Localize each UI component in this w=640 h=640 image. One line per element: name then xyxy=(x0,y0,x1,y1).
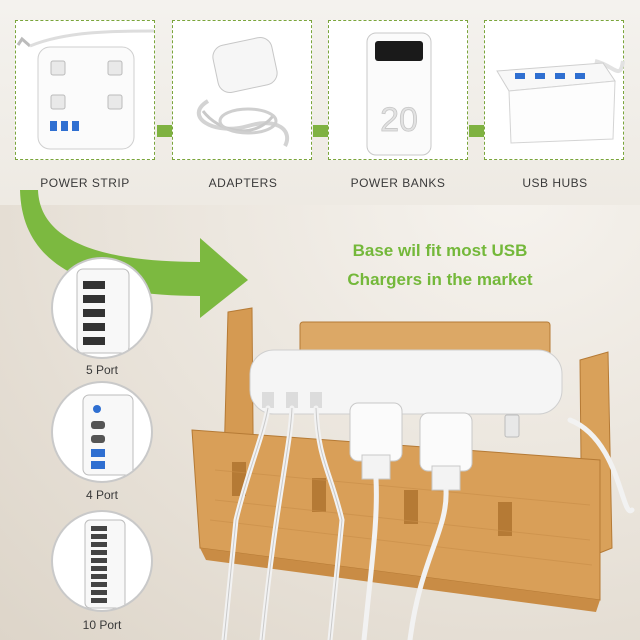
label-power-banks: POWER BANKS xyxy=(350,176,446,190)
charger-4-port xyxy=(51,381,153,483)
label-10-port: 10 Port xyxy=(82,618,122,632)
ten-port-charger-image xyxy=(84,519,126,609)
usb-hub-image xyxy=(496,59,625,144)
headline: Base wil fit most USB Chargers in the ma… xyxy=(300,236,580,294)
adapters-tile xyxy=(172,20,312,160)
green-connector xyxy=(157,125,172,137)
headline-line-1: Base wil fit most USB xyxy=(352,241,528,260)
green-connector xyxy=(313,125,328,137)
four-port-charger-image xyxy=(82,394,134,476)
power-strip-image xyxy=(16,29,155,150)
usb-hubs-tile xyxy=(484,20,625,160)
adapter-image xyxy=(196,37,290,147)
label-5-port: 5 Port xyxy=(85,363,118,377)
power-bank-capacity: 20 xyxy=(380,101,418,139)
power-banks-tile: 20 xyxy=(328,20,468,160)
label-adapters: ADAPTERS xyxy=(208,176,278,190)
charger-5-port xyxy=(51,257,153,359)
label-power-strip: POWER STRIP xyxy=(40,176,130,190)
power-bank-image: 20 xyxy=(366,32,432,156)
label-4-port: 4 Port xyxy=(85,488,118,502)
label-usb-hubs: USB HUBS xyxy=(522,176,588,190)
five-port-charger-image xyxy=(76,268,130,354)
green-connector xyxy=(469,125,484,137)
power-strip-tile xyxy=(15,20,155,160)
charger-10-port xyxy=(51,510,153,612)
headline-line-2: Chargers in the market xyxy=(347,270,533,289)
